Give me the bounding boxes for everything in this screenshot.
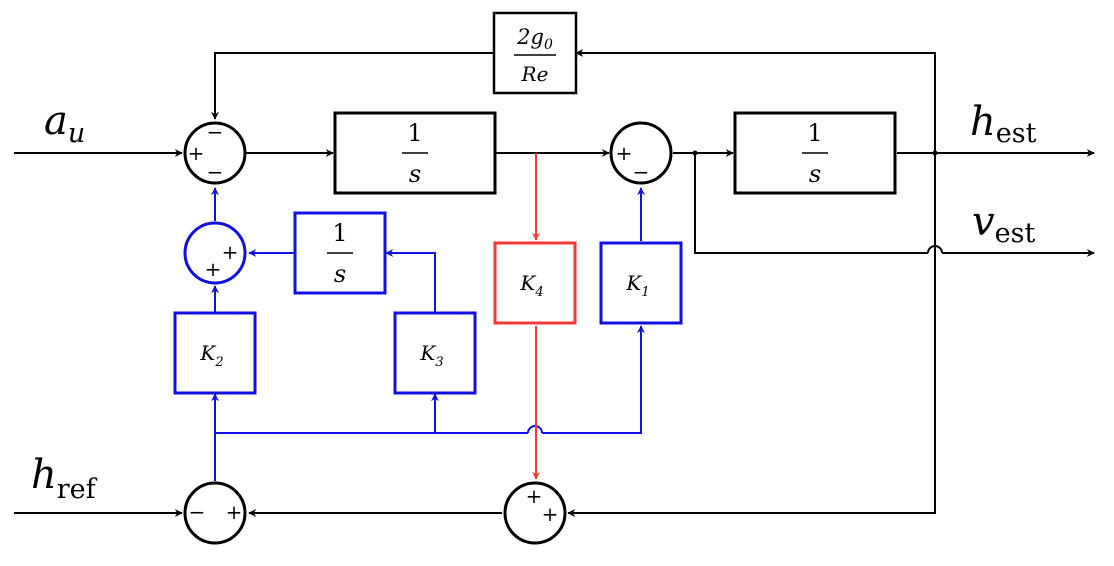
wire-hest-to-sum5 — [567, 153, 936, 517]
sum-junction-4: − + — [183, 481, 247, 545]
wire-hest-to-feedback — [575, 49, 936, 153]
wire-error-to-k1 — [542, 325, 645, 434]
k3-main: K — [419, 341, 436, 365]
gain-block-k4: K4 — [493, 241, 577, 325]
sum-junction-3: + + — [183, 221, 247, 285]
hest-sub: est — [996, 118, 1037, 149]
integrator-block-1: 1 s — [333, 111, 497, 195]
feedback-num-main: 2g — [516, 25, 544, 49]
integrator-2-num: 1 — [807, 119, 822, 147]
k3-sub: 3 — [435, 355, 443, 370]
sum1-bottom-sign: − — [207, 160, 224, 184]
sum-junction-2: + − — [609, 121, 673, 185]
sum3-bottom-sign: + — [205, 257, 222, 281]
sum2-left-sign: + — [616, 141, 633, 165]
k4-sub: 4 — [534, 285, 543, 300]
href-sub: ref — [57, 474, 98, 505]
sum4-right-sign: + — [226, 500, 243, 524]
integrator-1-num: 1 — [407, 119, 422, 147]
input-label-href: href — [31, 452, 98, 505]
k4-main: K — [519, 271, 536, 295]
svg-text:K1: K1 — [625, 271, 649, 300]
input-label-au: au — [44, 98, 85, 149]
au-sub: u — [68, 118, 85, 149]
au-main: a — [44, 98, 68, 144]
k1-main: K — [625, 271, 642, 295]
href-main: h — [31, 452, 57, 498]
svg-text:K4: K4 — [519, 271, 543, 300]
svg-text:2g0: 2g0 — [516, 25, 553, 53]
svg-text:K3: K3 — [419, 341, 443, 370]
hest-main: h — [970, 99, 996, 145]
junction-dot-vest — [692, 150, 698, 156]
sum5-top-sign: + — [526, 484, 543, 508]
feedback-den: Re — [521, 62, 549, 86]
sum4-left-sign: − — [189, 500, 206, 524]
output-label-hest: hest — [970, 99, 1037, 149]
integrator-2-den: s — [809, 160, 821, 188]
svg-text:K2: K2 — [199, 341, 223, 370]
output-label-vest: vest — [972, 199, 1035, 249]
k2-main: K — [199, 341, 216, 365]
k2-sub: 2 — [214, 355, 223, 370]
sum1-left-sign: + — [188, 141, 205, 165]
sum1-top-sign: − — [207, 120, 224, 144]
wire-feedback-to-sum1 — [211, 52, 494, 120]
wire-k3-to-integrator3 — [385, 249, 436, 312]
integrator-3-den: s — [334, 260, 346, 288]
feedback-block: 2g0 Re — [492, 11, 578, 95]
wire-vest-branch — [694, 153, 928, 254]
sum-junction-5: + + — [503, 481, 567, 545]
gain-block-k2: K2 — [173, 311, 257, 395]
vest-sub: est — [995, 218, 1036, 249]
integrator-block-3: 1 s — [293, 211, 387, 295]
main-signal-wires — [14, 49, 1095, 517]
junction-dot-hest — [932, 150, 938, 156]
sum-junction-1: + − − — [183, 120, 247, 185]
gain-block-k1: K1 — [599, 241, 683, 325]
k1-sub: 1 — [641, 285, 649, 300]
blue-gain-wires — [211, 187, 645, 481]
integrator-3-num: 1 — [332, 219, 347, 247]
integrator-1-den: s — [409, 160, 421, 188]
vest-main: v — [972, 199, 995, 245]
sum3-right-sign: + — [222, 240, 239, 264]
feedback-num-sub: 0 — [544, 37, 553, 53]
integrator-block-2: 1 s — [733, 111, 897, 195]
gain-block-k3: K3 — [393, 311, 477, 395]
sum2-bottom-sign: − — [633, 160, 650, 184]
sum5-right-sign: + — [542, 502, 559, 526]
